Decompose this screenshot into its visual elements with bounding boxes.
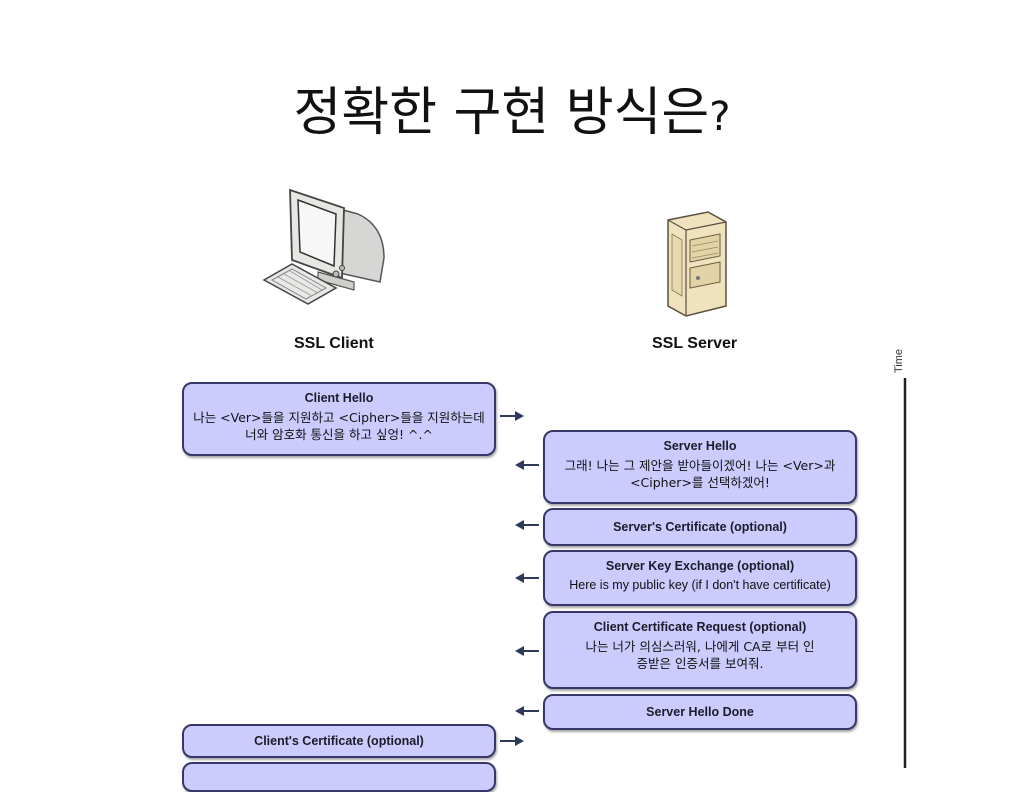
time-axis-label: Time — [893, 348, 905, 374]
client-hello-box: Client Hello 나는 <Ver>들을 지원하고 <Cipher>들을 … — [182, 382, 496, 456]
arrow-left-server-hello-done — [515, 706, 539, 716]
client-hello-text: 나는 <Ver>들을 지원하고 <Cipher>들을 지원하는데 너와 암호화 … — [193, 410, 485, 442]
slide-title-main: 정확한 구현 방식은 — [293, 83, 710, 143]
client-certificate-title: Client's Certificate (optional) — [254, 733, 424, 748]
arrow-left-server-certificate — [515, 520, 539, 530]
server-hello-text: 그래! 나는 그 제안을 받아들이겠어! 나는 <Ver>과 <Cipher>를… — [564, 458, 836, 490]
server-hello-done-title: Server Hello Done — [646, 704, 754, 719]
arrow-left-client-certificate-request — [515, 646, 539, 656]
server-key-exchange-title: Server Key Exchange (optional) — [605, 559, 795, 573]
arrow-right-client-hello — [500, 411, 524, 421]
client-certificate-request-box: Client Certificate Request (optional) 나는… — [543, 611, 857, 689]
server-certificate-box: Server's Certificate (optional) — [543, 508, 857, 546]
desktop-computer-icon — [262, 188, 385, 305]
server-hello-title: Server Hello — [663, 439, 737, 453]
client-certificate-request-text: 나는 너가 의심스러워, 나에게 CA로 부터 인증받은 인증서를 보여줘. — [585, 639, 815, 671]
server-tower-icon — [667, 211, 727, 317]
server-key-exchange-text: Here is my public key (if I don't have c… — [569, 578, 831, 592]
server-key-exchange-box: Server Key Exchange (optional) Here is m… — [543, 550, 857, 606]
arrow-right-client-certificate — [500, 736, 524, 746]
slide-title-question-mark: ? — [709, 94, 731, 140]
ssl-server-label: SSL Server — [652, 335, 738, 352]
server-certificate-title: Server's Certificate (optional) — [613, 519, 787, 534]
client-hello-title: Client Hello — [304, 391, 374, 405]
server-hello-box: Server Hello 그래! 나는 그 제안을 받아들이겠어! 나는 <Ve… — [543, 430, 857, 504]
client-certificate-request-title: Client Certificate Request (optional) — [593, 620, 807, 634]
time-axis-line — [903, 378, 907, 768]
client-certificate-box: Client's Certificate (optional) — [182, 724, 496, 758]
slide-title: 정확한 구현 방식은? — [0, 70, 1024, 145]
arrow-left-server-hello — [515, 460, 539, 470]
next-message-box-partial — [182, 762, 496, 792]
ssl-client-label: SSL Client — [294, 335, 374, 352]
arrow-left-server-key-exchange — [515, 573, 539, 583]
server-hello-done-box: Server Hello Done — [543, 694, 857, 730]
